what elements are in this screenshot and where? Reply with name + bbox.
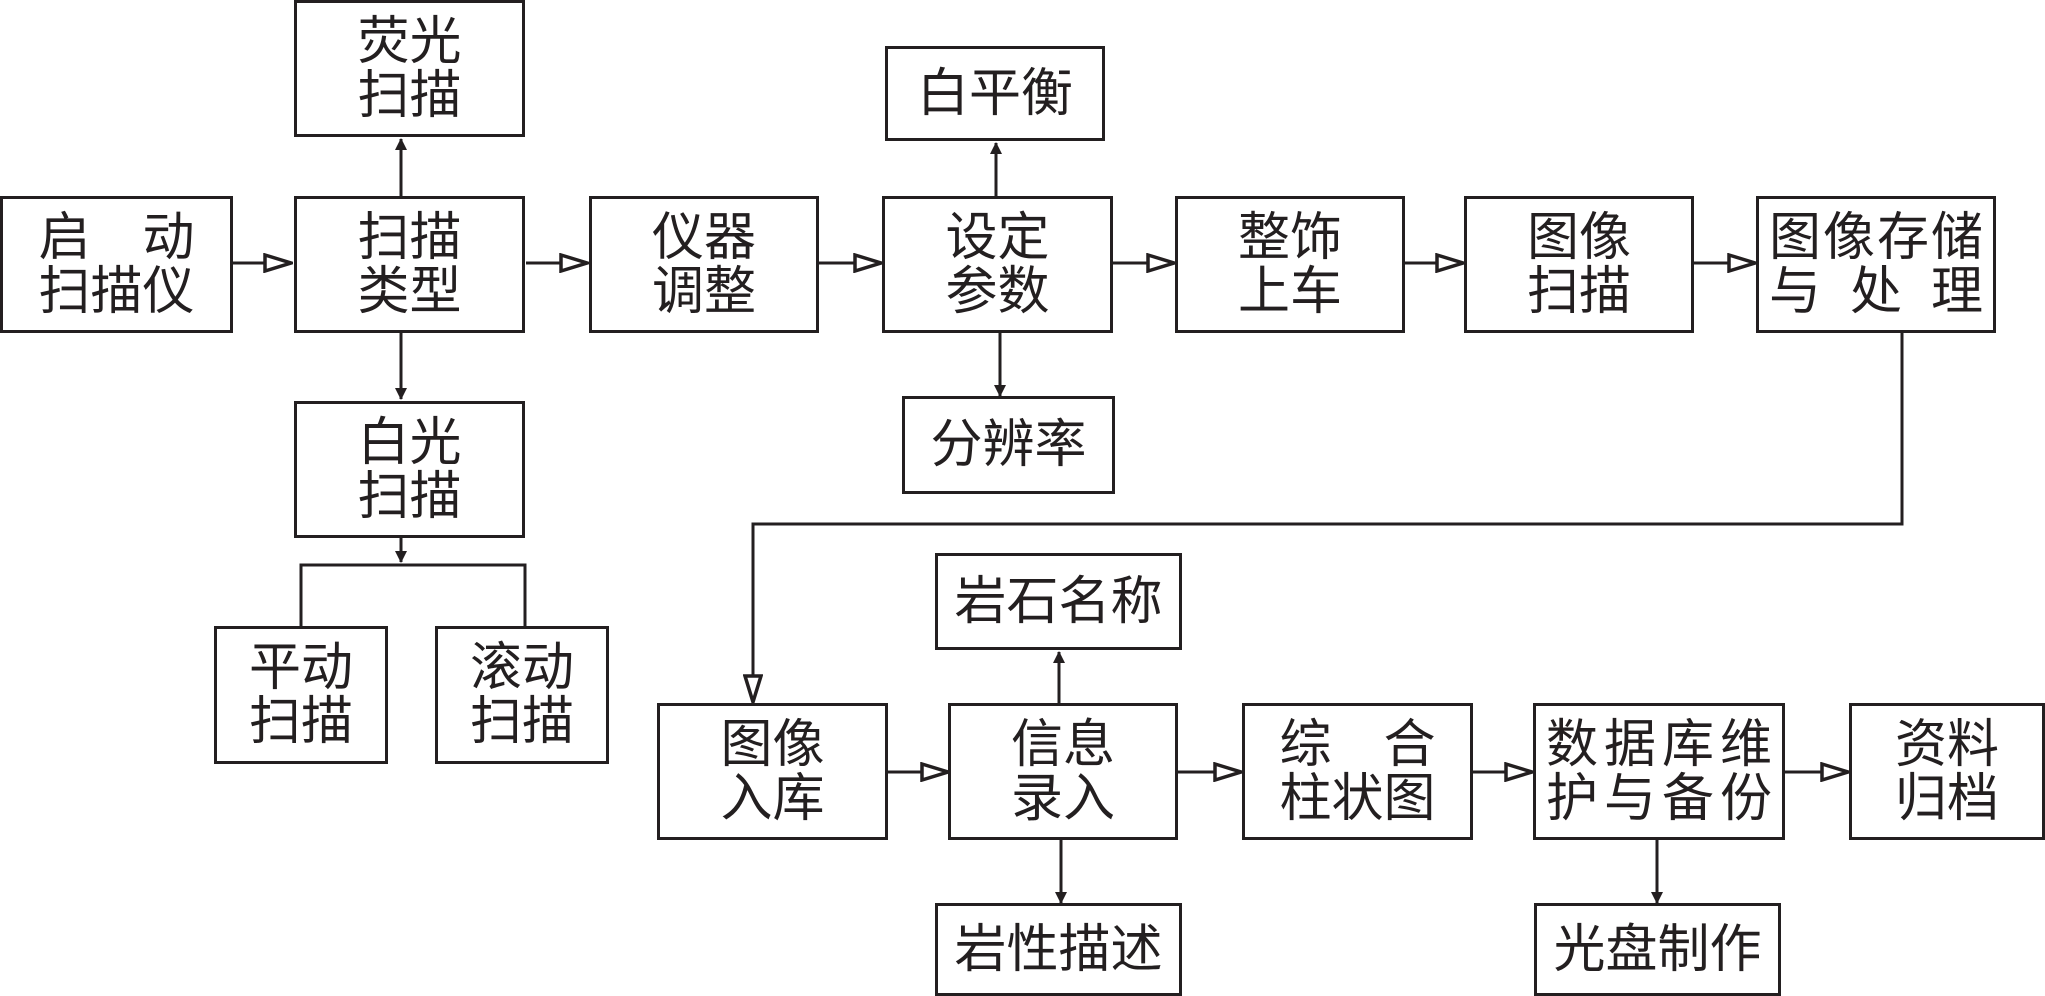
node-label: 柱状图 (1279, 768, 1436, 829)
node-label: 整饰 (1237, 207, 1342, 268)
node-label: 图像 (720, 714, 825, 775)
node-trim-load: 整饰 上车 (1175, 196, 1405, 333)
node-label: 综 合 (1279, 714, 1436, 775)
node-scan-type: 扫描 类型 (294, 196, 525, 333)
node-fluorescent-scan: 荧光 扫描 (294, 0, 525, 137)
node-label: 参数 (945, 261, 1050, 322)
node-image-import: 图像 入库 (657, 703, 888, 840)
node-start-scanner: 启 动 扫描仪 (0, 196, 233, 333)
node-label: 数据库维 (1546, 714, 1772, 775)
node-label: 平动 (248, 638, 353, 698)
node-label: 上车 (1237, 261, 1342, 322)
node-label: 资料 (1894, 714, 1999, 775)
node-label: 护与备份 (1546, 768, 1772, 829)
node-instrument-adjust: 仪器 调整 (589, 196, 819, 333)
node-label: 扫描 (469, 692, 574, 752)
node-label: 扫描 (357, 207, 462, 268)
edge-whitelight-split (299, 563, 527, 626)
node-label: 信息 (1010, 714, 1115, 775)
node-label: 归档 (1894, 768, 1999, 829)
node-label: 荧光 (357, 11, 462, 72)
node-set-parameters: 设定 参数 (882, 196, 1113, 333)
node-lithology-desc: 岩性描述 (935, 903, 1182, 996)
node-roll-scan: 滚动 扫描 (435, 626, 609, 764)
node-label: 白光 (357, 412, 462, 473)
node-white-balance: 白平衡 (885, 46, 1105, 141)
node-label: 设定 (945, 207, 1050, 268)
node-label: 扫描 (1526, 261, 1631, 322)
node-label: 岩性描述 (954, 919, 1163, 980)
node-label: 录入 (1010, 768, 1115, 829)
node-label: 扫描 (357, 65, 462, 126)
node-image-storage: 图像存储 与处理 (1756, 196, 1996, 333)
node-label: 光盘制作 (1553, 919, 1762, 980)
node-label: 图像存储 (1769, 207, 1983, 268)
node-db-maintenance: 数据库维 护与备份 (1533, 703, 1785, 840)
node-label: 扫描 (357, 466, 462, 527)
node-label: 扫描仪 (38, 261, 195, 322)
node-label: 与处理 (1769, 261, 1983, 322)
node-label: 扫描 (248, 692, 353, 752)
node-label: 类型 (357, 261, 462, 322)
node-flat-scan: 平动 扫描 (214, 626, 388, 764)
node-composite-column: 综 合 柱状图 (1242, 703, 1473, 840)
node-image-scan: 图像 扫描 (1464, 196, 1694, 333)
node-label: 仪器 (651, 207, 756, 268)
node-label: 调整 (651, 261, 756, 322)
node-label: 岩石名称 (954, 571, 1163, 632)
edge-storage-to-import (753, 333, 1904, 703)
node-label: 图像 (1526, 207, 1631, 268)
node-resolution: 分辨率 (902, 396, 1115, 494)
node-label: 分辨率 (930, 415, 1087, 475)
node-label: 滚动 (469, 638, 574, 698)
node-label: 入库 (720, 768, 825, 829)
node-label: 白平衡 (916, 63, 1073, 124)
node-white-light-scan: 白光 扫描 (294, 401, 525, 538)
node-label: 启 动 (38, 207, 195, 268)
node-rock-name: 岩石名称 (935, 553, 1182, 650)
node-disc-making: 光盘制作 (1534, 903, 1781, 996)
node-info-entry: 信息 录入 (948, 703, 1178, 840)
node-archive: 资料 归档 (1849, 703, 2045, 840)
